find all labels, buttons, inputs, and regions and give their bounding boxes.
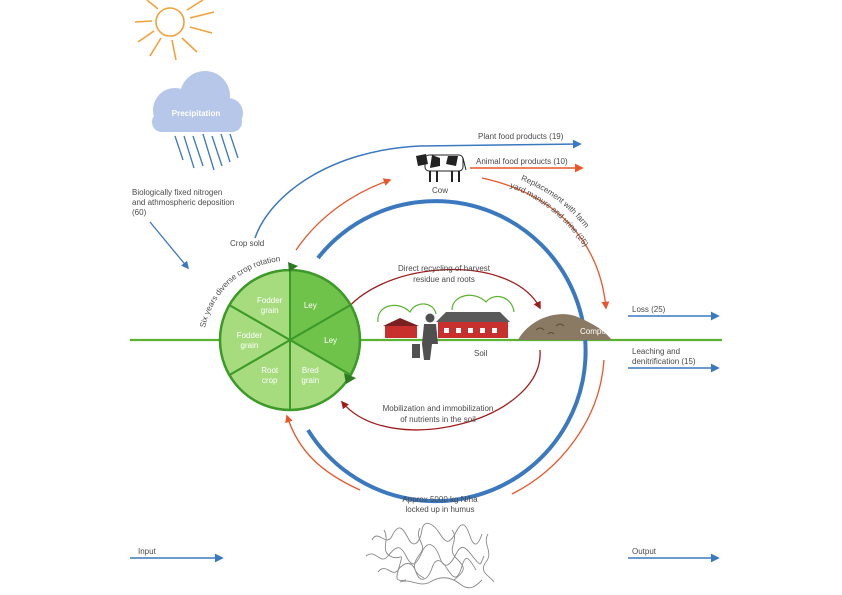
output-legend-label: Output xyxy=(632,547,657,556)
wheel-segment-fodder-grain-1-label: grain xyxy=(261,306,279,315)
compost-icon xyxy=(518,314,612,340)
wheel-segment-fodder-grain-1-label: Fodder xyxy=(257,296,283,305)
input-legend-label: Input xyxy=(138,547,157,556)
compost-label: Compost xyxy=(580,327,613,336)
humus-label-line1: Approx 5000 kg N/ha xyxy=(402,495,478,504)
plant-food-label: Plant food products (19) xyxy=(478,132,564,141)
wheel-segment-root-crop-label: crop xyxy=(262,376,278,385)
wheel-segment-fodder-grain-2-label: grain xyxy=(241,341,259,350)
plant-food-arrow xyxy=(254,139,582,239)
leaching-label-line2: denitrification (15) xyxy=(632,357,696,366)
soil-label: Soil xyxy=(474,349,488,358)
sun-icon xyxy=(134,0,215,61)
deposition-label-line3: (60) xyxy=(132,208,147,217)
farmer-icon xyxy=(412,313,438,360)
soil-cycle-circle xyxy=(306,199,588,504)
mobilization-label-line1: Mobilization and immobilization xyxy=(383,404,494,413)
replacement-label-line1: Replacement with farm xyxy=(520,174,591,230)
humus-to-crop-arrow xyxy=(285,414,361,491)
wheel-segment-bred-grain-label: Bred xyxy=(302,366,319,375)
cloud-icon xyxy=(152,71,243,132)
compost-return-arc xyxy=(511,359,605,495)
wheel-segment-root-crop-label: Root xyxy=(261,366,279,375)
cow-icon xyxy=(416,154,467,182)
crop-sold-label: Crop sold xyxy=(230,239,264,248)
deposition-label-line2: and athmospheric deposition xyxy=(132,198,234,207)
farm-icon xyxy=(377,294,515,338)
leaching-label-line1: Leaching and xyxy=(632,347,680,356)
manure-replacement-arrow xyxy=(481,177,610,310)
deposition-arrow xyxy=(149,221,189,270)
rotation-marker-top xyxy=(288,262,298,272)
direct-recycling-label-line2: residue and roots xyxy=(413,275,475,284)
precipitation-label: Precipitation xyxy=(172,109,221,118)
rain-icon xyxy=(174,133,239,171)
feed-to-cow-arrow xyxy=(295,178,392,251)
wheel-segment-fodder-grain-2-label: Fodder xyxy=(237,331,263,340)
direct-recycling-label-line1: Direct recycling of harvest xyxy=(398,264,491,273)
rotation-marker-right xyxy=(344,373,356,384)
cow-label: Cow xyxy=(432,186,448,195)
wheel-segment-ley-1-label: Ley xyxy=(304,301,317,310)
mobilization-label-line2: of nutrients in the soil xyxy=(400,415,476,424)
loss-label: Loss (25) xyxy=(632,305,666,314)
animal-food-label: Animal food products (10) xyxy=(476,157,568,166)
humus-icon xyxy=(365,522,495,589)
wheel-segment-bred-grain-label: grain xyxy=(301,376,319,385)
wheel-segment-ley-2-label: Ley xyxy=(324,336,337,345)
humus-label-line2: locked up in humus xyxy=(406,505,475,514)
mobilization-arrow xyxy=(341,349,541,431)
direct-recycling-arrow xyxy=(337,268,541,323)
crop-rotation-wheel: LeyLeyBredgrainRootcropFoddergrainFodder… xyxy=(218,268,362,412)
deposition-label-line1: Biologically fixed nitrogen xyxy=(132,188,222,197)
